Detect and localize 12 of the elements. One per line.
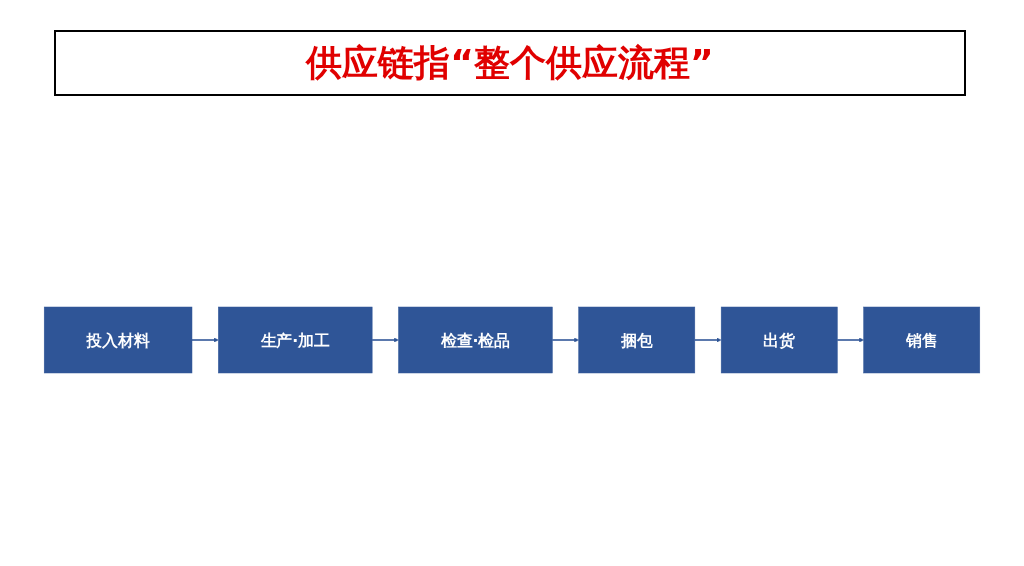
arrow	[191, 337, 219, 343]
node-box: 生产·加工	[218, 306, 373, 374]
title: 供应链指“整个供应流程”	[306, 40, 714, 85]
arrow	[551, 337, 579, 343]
node-box: 销售	[863, 306, 981, 374]
node-box: 出货	[720, 306, 838, 374]
arrow	[836, 337, 864, 343]
arrow	[371, 337, 399, 343]
node-box: 检查·检品	[398, 306, 553, 374]
arrow	[694, 337, 722, 343]
node-box: 捆包	[578, 306, 696, 374]
node-box: 投入材料	[43, 306, 193, 374]
